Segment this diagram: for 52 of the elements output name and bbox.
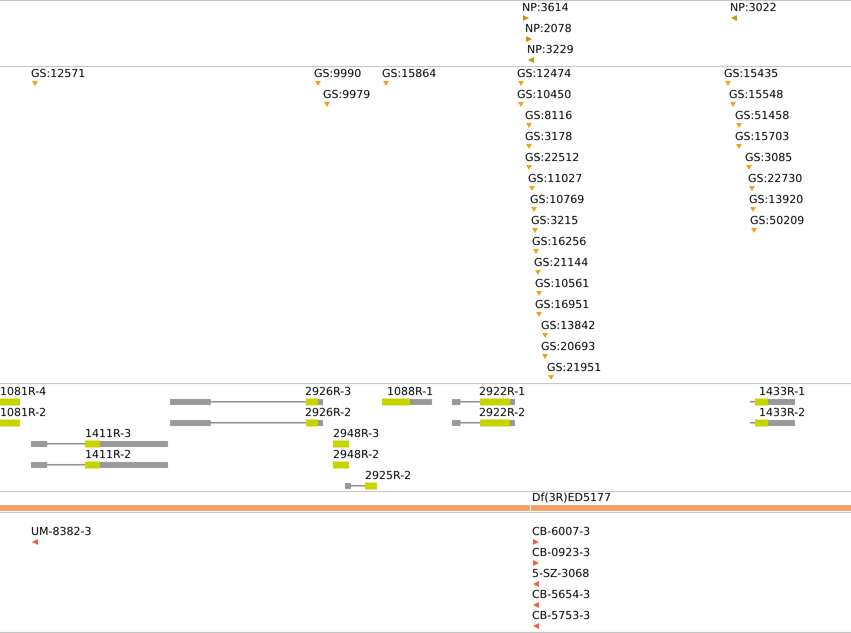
gene-label: 1411R-3: [85, 427, 132, 440]
feature-label: 5-SZ-3068: [532, 567, 590, 580]
feature-label: GS:21951: [547, 361, 602, 374]
feature-label: GS:13842: [541, 319, 596, 332]
feature-label: GS:12571: [31, 67, 86, 80]
feature-label: GS:22512: [525, 151, 580, 164]
feature-label: GS:3085: [745, 151, 792, 164]
feature-label: GS:3178: [525, 130, 572, 143]
feature-label: CB-5654-3: [532, 588, 590, 601]
gene-label: 2925R-2: [365, 469, 412, 482]
feature-label: GS:10561: [535, 277, 590, 290]
feature-label: GS:9990: [314, 67, 362, 80]
gene-label: 2922R-1: [479, 385, 526, 398]
gene-label: 2922R-2: [479, 406, 526, 419]
feature-label: GS:15864: [382, 67, 436, 80]
feature-label: CB-5753-3: [532, 609, 590, 622]
deletion-label: Df(3R)ED5177: [532, 491, 611, 504]
feature-label: CB-0923-3: [532, 546, 590, 559]
feature-label: NP:2078: [525, 22, 572, 35]
feature-label: GS:15435: [724, 67, 778, 80]
gene-label: 2948R-3: [333, 427, 380, 440]
feature-label: NP:3229: [527, 43, 574, 56]
feature-label: GS:8116: [525, 109, 572, 122]
gene-label: 2926R-3: [305, 385, 352, 398]
gene-label: 1088R-1: [387, 385, 434, 398]
feature-label: CB-6007-3: [532, 525, 590, 538]
feature-label: GS:50209: [750, 214, 804, 227]
gene-label: 2926R-2: [305, 406, 352, 419]
gene-label: 1081R-2: [0, 406, 46, 419]
feature-label: GS:51458: [735, 109, 790, 122]
feature-label: GS:9979: [323, 88, 370, 101]
feature-label: GS:15703: [735, 130, 790, 143]
feature-label: UM-8382-3: [31, 525, 92, 538]
feature-label: GS:13920: [749, 193, 804, 206]
feature-label: GS:16951: [535, 298, 590, 311]
feature-label: GS:10450: [517, 88, 572, 101]
feature-label: GS:11027: [528, 172, 582, 185]
gene-label: 1081R-4: [0, 385, 46, 398]
feature-label: GS:21144: [534, 256, 588, 269]
feature-label: GS:22730: [748, 172, 802, 185]
feature-label: NP:3614: [522, 1, 569, 14]
gene-label: 2948R-2: [333, 448, 380, 461]
feature-label: GS:15548: [729, 88, 784, 101]
gene-label: 1433R-2: [759, 406, 806, 419]
feature-label: GS:10769: [530, 193, 584, 206]
feature-label: GS:20693: [541, 340, 596, 353]
feature-label: GS:12474: [517, 67, 572, 80]
feature-label: NP:3022: [730, 1, 777, 14]
gene-label: 1433R-1: [759, 385, 806, 398]
gene-label: 1411R-2: [85, 448, 132, 461]
feature-label: GS:16256: [532, 235, 586, 248]
feature-label: GS:3215: [531, 214, 578, 227]
